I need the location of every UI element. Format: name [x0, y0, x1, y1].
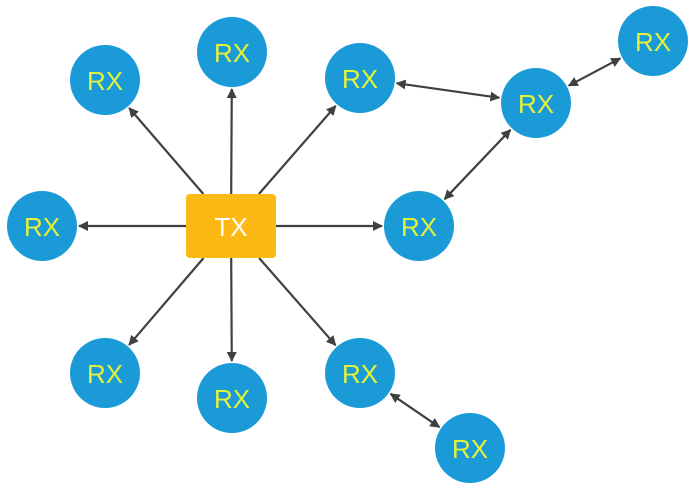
edges [78, 57, 622, 429]
arrow-tx-to-rx-upper-right [258, 105, 337, 195]
rx-relay-right-label: RX [518, 89, 554, 119]
rx-upper-right-label: RX [342, 64, 378, 94]
rx-relay-right-node: RX [501, 68, 571, 138]
rx-bottom-left-circle [70, 338, 140, 408]
arrow-tx-to-rx-bottom-left [128, 257, 205, 346]
rx-left-label: RX [24, 212, 60, 242]
rx-top-left-label: RX [87, 66, 123, 96]
arrow-tx-to-rx-top [226, 87, 237, 195]
rx-lower-right-circle [325, 338, 395, 408]
tx-node: TX [186, 194, 276, 258]
rx-far-top-right-node: RX [618, 6, 688, 76]
rx-far-bottom-right-label: RX [452, 434, 488, 464]
rx-left-node: RX [7, 191, 77, 261]
rx-bottom-left-label: RX [87, 359, 123, 389]
bidirectional-arrow-rx-relay-right-to-rx-far-top-right [567, 57, 622, 87]
arrow-tx-to-rx-lower-right [258, 257, 337, 346]
rx-lower-right-node: RX [325, 338, 395, 408]
rx-far-top-right-circle [618, 6, 688, 76]
rx-top-circle [197, 17, 267, 87]
nodes: TX RX RX RX RX RX RX RX RX RX RX RX [7, 6, 688, 483]
rx-bottom-circle [197, 363, 267, 433]
rx-top-left-circle [70, 45, 140, 115]
rx-far-top-right-label: RX [635, 27, 671, 57]
rx-top-node: RX [197, 17, 267, 87]
rx-top-label: RX [214, 38, 250, 68]
tx-box [186, 194, 276, 258]
bidirectional-arrow-rx-upper-right-to-rx-relay-right [395, 79, 501, 102]
rx-far-bottom-right-node: RX [435, 413, 505, 483]
rx-upper-right-node: RX [325, 43, 395, 113]
rx-lower-right-label: RX [342, 359, 378, 389]
rx-bottom-node: RX [197, 363, 267, 433]
rx-relay-right-circle [501, 68, 571, 138]
bidirectional-arrow-rx-relay-right-to-rx-right [443, 129, 512, 200]
tx-label: TX [214, 212, 247, 242]
arrow-tx-to-rx-top-left [128, 107, 205, 195]
rx-far-bottom-right-circle [435, 413, 505, 483]
rx-right-label: RX [401, 212, 437, 242]
rx-top-left-node: RX [70, 45, 140, 115]
rx-right-node: RX [384, 191, 454, 261]
arrow-tx-to-rx-bottom [226, 257, 237, 363]
bidirectional-arrow-rx-lower-right-to-rx-far-bottom-right [389, 392, 441, 429]
rx-bottom-left-node: RX [70, 338, 140, 408]
rx-left-circle [7, 191, 77, 261]
rx-upper-right-circle [325, 43, 395, 113]
rx-bottom-label: RX [214, 384, 250, 414]
rx-right-circle [384, 191, 454, 261]
